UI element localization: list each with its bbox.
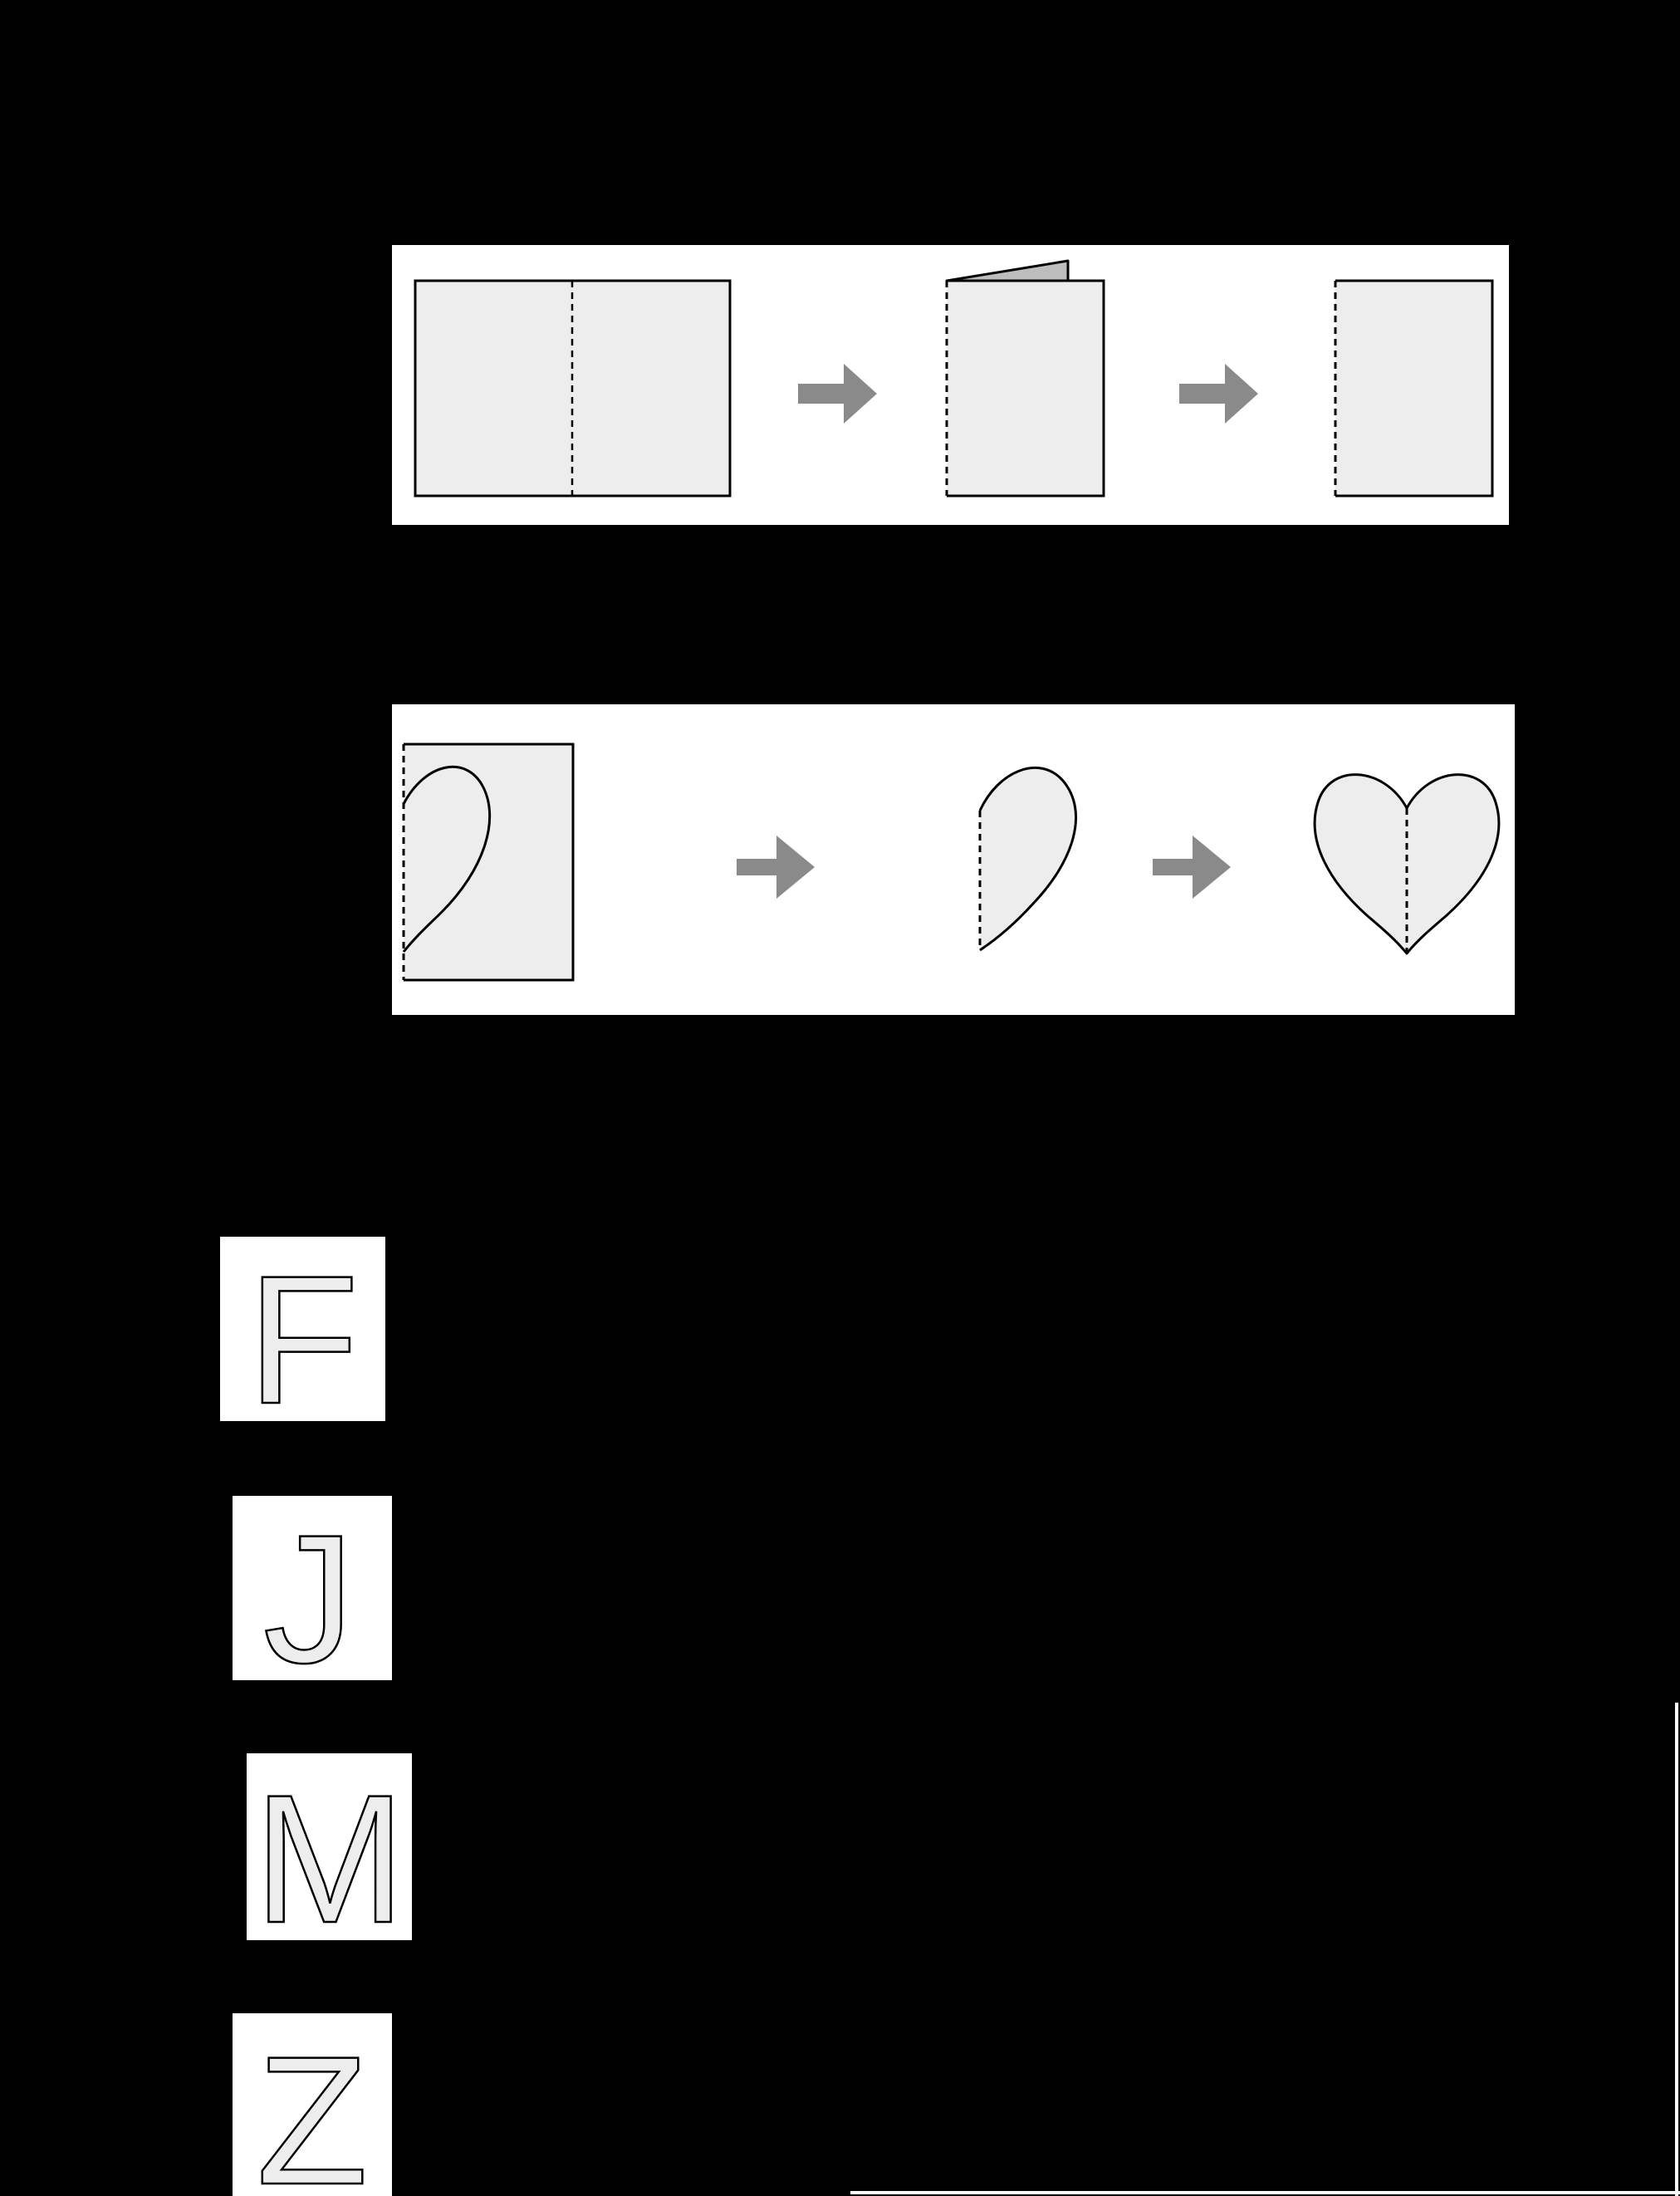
unfolded-sheet <box>414 279 732 498</box>
cutting-sequence-diagram <box>402 743 1501 982</box>
letter-f: F <box>247 1238 359 1421</box>
cutting-sequence-panel <box>392 704 1515 1015</box>
arrow-right-icon <box>798 364 877 424</box>
letter-card-z: Z <box>233 2013 392 2196</box>
arrow-right-icon <box>1179 364 1258 424</box>
letter-f-outline: F <box>247 1237 360 1421</box>
letter-m-outline: M <box>252 1756 407 1940</box>
fold-flap <box>945 259 1070 282</box>
full-heart <box>1313 773 1501 955</box>
letter-j: J <box>263 1497 355 1680</box>
folding-sequence-panel <box>392 245 1509 525</box>
folded-sheet <box>1334 279 1494 498</box>
letter-card-f: F <box>220 1237 385 1421</box>
letter-z: Z <box>257 2018 368 2196</box>
letter-card-j: J <box>233 1496 392 1680</box>
page-edge-horizontal <box>850 2191 1680 2194</box>
cut-half-heart <box>978 767 1077 952</box>
letter-z-outline: Z <box>256 2017 370 2196</box>
arrow-right-icon <box>1153 836 1231 899</box>
letter-card-m: M <box>247 1753 412 1940</box>
page-edge-vertical <box>1675 1703 1678 2196</box>
letter-m: M <box>253 1757 405 1940</box>
folding-sheet <box>945 259 1105 498</box>
arrow-right-icon <box>737 836 815 899</box>
half-heart-outline <box>402 765 492 953</box>
half-heart-on-sheet <box>402 743 575 982</box>
folding-sequence-diagram <box>414 259 1494 498</box>
letter-j-outline: J <box>262 1496 356 1680</box>
